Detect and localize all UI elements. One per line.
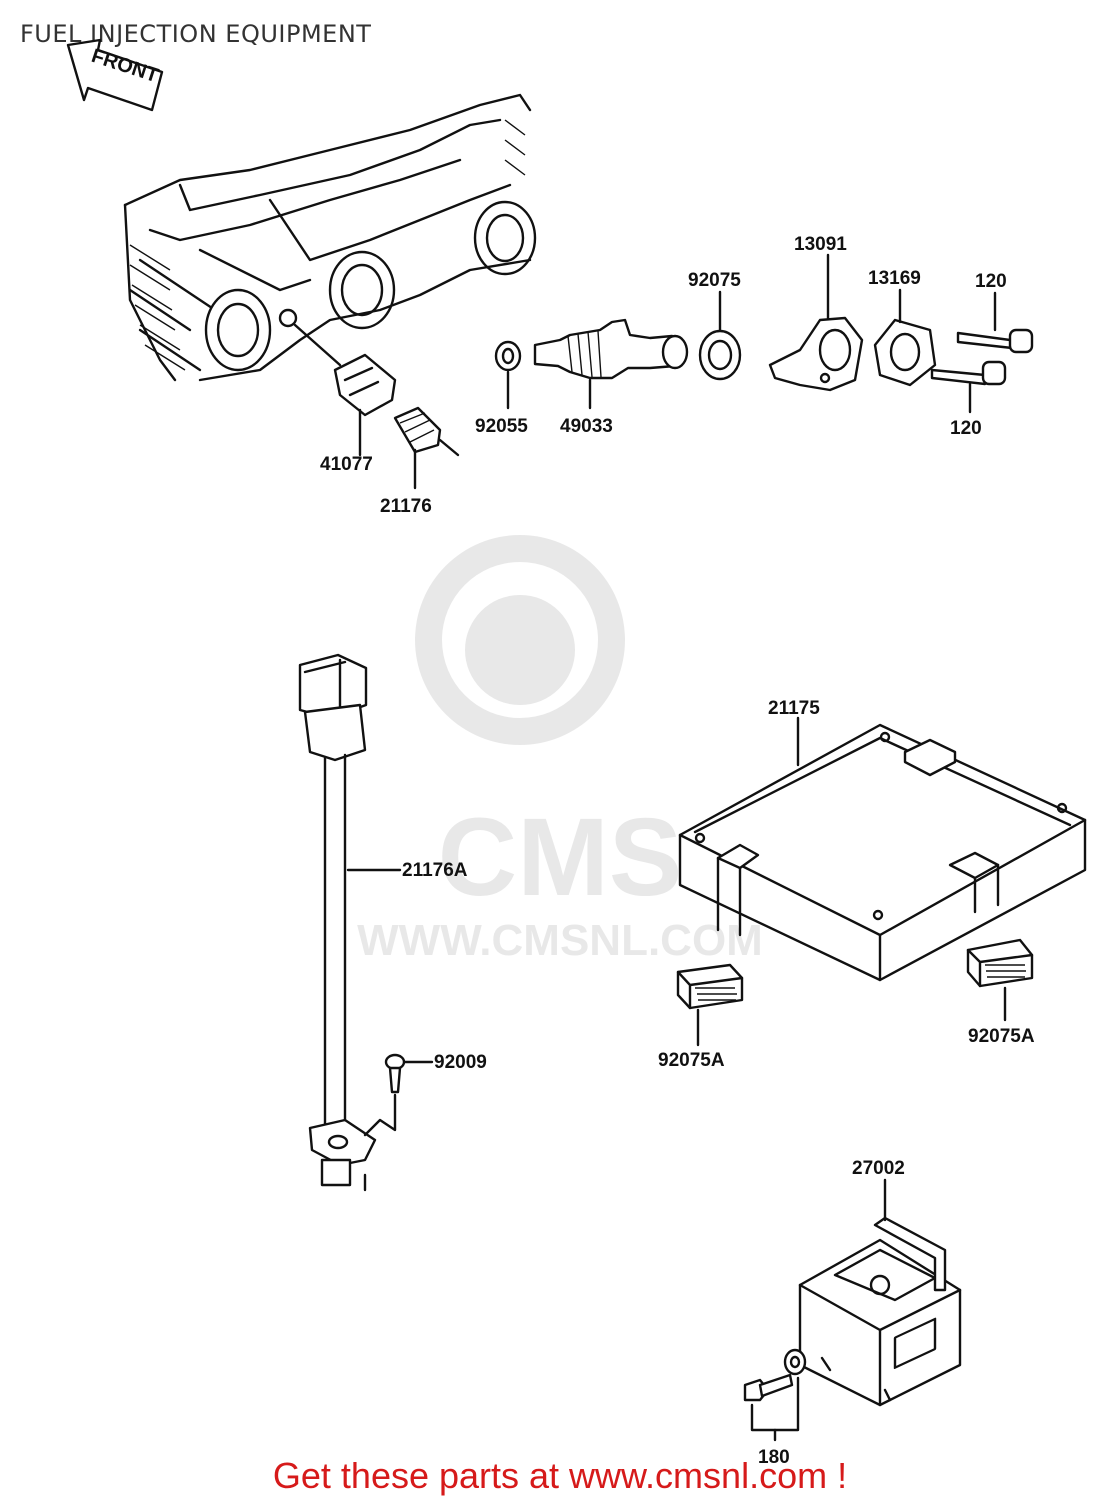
part-label-13091: 13091 [794,234,847,255]
front-arrow-icon: FRONT [66,38,164,112]
watermark-brand: CMS [438,796,682,919]
intake-manifold [123,93,537,382]
o-ring-92055 [494,340,522,372]
cta-link[interactable]: Get these parts at www.cmsnl.com ! [272,1455,848,1496]
part-label-41077: 41077 [320,454,373,475]
sensor-harness-21176A [298,653,402,1192]
part-label-92075: 92075 [688,270,741,291]
bolt-120-upper [956,328,1034,354]
cms-watermark: CMS WWW.CMSNL.COM [357,535,763,965]
part-label-13169: 13169 [868,268,921,289]
control-unit-21175 [678,716,1087,982]
leader-lines-top [358,253,997,490]
gasket-13169 [873,318,937,387]
part-label-120-lower: 120 [950,418,982,439]
relay-27002 [798,1178,962,1407]
injector-49033 [533,318,689,380]
seal-92075 [698,329,742,381]
temp-sensor-21176 [393,406,460,457]
part-label-21176: 21176 [380,496,432,517]
part-label-92075A-right: 92075A [968,1026,1035,1047]
part-label-21175: 21175 [768,698,820,719]
screw-92009 [363,1053,434,1137]
watermark-url: WWW.CMSNL.COM [357,916,763,965]
connector-cover-92075A-left [676,963,744,1047]
part-label-180: 180 [758,1447,790,1468]
part-label-92055: 92055 [475,416,528,437]
injector-holder-13091 [768,316,864,392]
part-label-21176A: 21176A [402,860,468,881]
connector-cover-92075A-right [966,938,1034,1022]
bolt-120-lower [930,360,1007,386]
part-label-27002: 27002 [852,1158,905,1179]
part-label-92075A-left: 92075A [658,1050,725,1071]
bolt-180 [743,1348,807,1442]
part-label-92009: 92009 [434,1052,487,1073]
part-label-120-upper: 120 [975,271,1007,292]
part-label-49033: 49033 [560,416,613,437]
sensor-adapter-41077 [293,323,397,417]
